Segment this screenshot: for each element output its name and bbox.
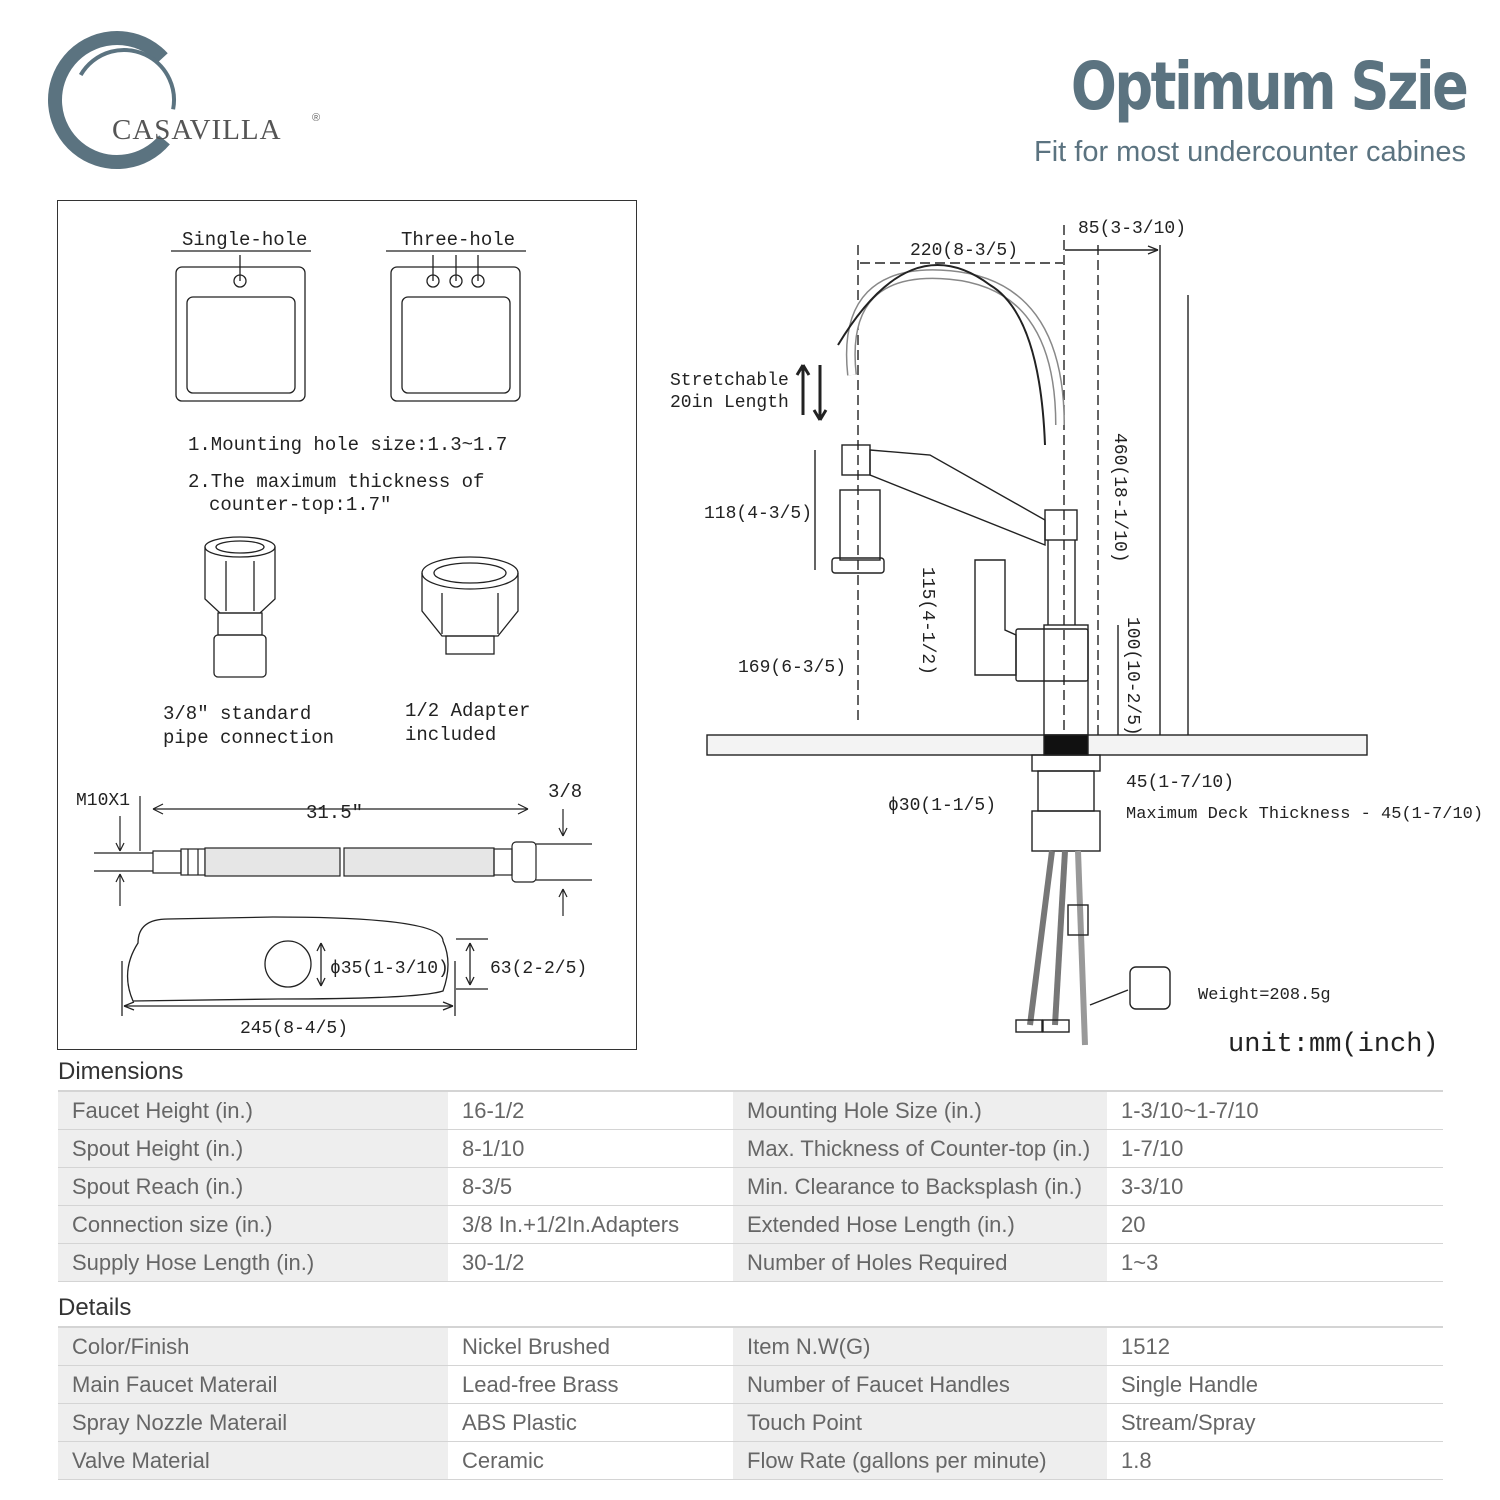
pipe-caption-1: 3/8″ standard [163, 703, 311, 725]
spec-value: Nickel Brushed [448, 1326, 733, 1366]
spec-value: Ceramic [448, 1441, 733, 1480]
single-hole-label: Single-hole [182, 229, 307, 251]
spec-label: Number of Faucet Handles [733, 1365, 1107, 1404]
table-row: Valve Material Ceramic Flow Rate (gallon… [58, 1441, 1443, 1480]
hose-end-label: 3/8 [548, 781, 582, 803]
spec-label: Number of Holes Required [733, 1243, 1107, 1282]
pipe-caption-2: pipe connection [163, 727, 334, 749]
spec-label: Spout Reach (in.) [58, 1167, 448, 1206]
spec-value: 1-3/10~1-7/10 [1107, 1090, 1443, 1130]
three-hole-label: Three-hole [401, 229, 515, 251]
spec-value: Stream/Spray [1107, 1403, 1443, 1442]
note-mounting-hole: 1.Mounting hole size:1.3~1.7 [188, 434, 507, 456]
deck-max-label: Maximum Deck Thickness - 45(1-7/10) [1126, 805, 1483, 824]
page-subtitle: Fit for most undercounter cabines [1034, 136, 1466, 168]
faucet-icon [706, 225, 1368, 1046]
faucet-drawing-svg: 85(3-3/10) 220(8-3/5) Stretchable 20in L… [670, 219, 1483, 1060]
spec-label: Main Faucet Materail [58, 1365, 448, 1404]
spec-value: 3-3/10 [1107, 1167, 1443, 1206]
note-thickness-1: 2.The maximum thickness of [188, 471, 484, 493]
spec-value: 1-7/10 [1107, 1129, 1443, 1168]
deck-dim: 45(1-7/10) [1126, 773, 1234, 793]
spec-label: Spout Height (in.) [58, 1129, 448, 1168]
spec-label: Supply Hose Length (in.) [58, 1243, 448, 1282]
spec-label: Extended Hose Length (in.) [733, 1205, 1107, 1244]
page-title: Optimum Szie [1070, 48, 1468, 125]
adapter-caption-2: included [405, 724, 496, 746]
spec-value: 1~3 [1107, 1243, 1443, 1282]
spec-label: Item N.W(G) [733, 1326, 1107, 1366]
spec-label: Min. Clearance to Backsplash (in.) [733, 1167, 1107, 1206]
spec-label: Valve Material [58, 1441, 448, 1480]
details-table: Color/Finish Nickel Brushed Item N.W(G) … [58, 1326, 1443, 1480]
dimensions-table: Faucet Height (in.) 16-1/2 Mounting Hole… [58, 1090, 1443, 1282]
spec-value: 1.8 [1107, 1441, 1443, 1480]
total-height-dim: 460(18-1/10) [1109, 433, 1129, 563]
single-hole-sink-icon [175, 255, 306, 402]
installation-drawing: Single-hole Three-hole 1.Mounting hole s… [76, 229, 592, 1039]
stretch-label-1: Stretchable [670, 371, 789, 391]
spec-label: Connection size (in.) [58, 1205, 448, 1244]
spec-value: 3/8 In.+1/2In.Adapters [448, 1205, 733, 1244]
table-row: Faucet Height (in.) 16-1/2 Mounting Hole… [58, 1090, 1443, 1130]
reach-dim: 220(8-3/5) [910, 241, 1018, 261]
spec-value: 8-3/5 [448, 1167, 733, 1206]
spec-label: Flow Rate (gallons per minute) [733, 1441, 1107, 1480]
plate-height-dim: 63(2-2/5) [490, 959, 587, 979]
plate-width-dim: 245(8-4/5) [240, 1019, 348, 1039]
details-title: Details [58, 1294, 132, 1321]
spec-value: ABS Plastic [448, 1403, 733, 1442]
brand-registered: ® [312, 112, 321, 124]
spec-label: Color/Finish [58, 1326, 448, 1366]
table-row: Connection size (in.) 3/8 In.+1/2In.Adap… [58, 1205, 1443, 1244]
dimensions-title: Dimensions [58, 1058, 184, 1085]
unit-label: unit:mm(inch) [1228, 1030, 1439, 1060]
spec-value: 16-1/2 [448, 1090, 733, 1130]
spec-label: Touch Point [733, 1403, 1107, 1442]
installation-panel: Single-hole Three-hole 1.Mounting hole s… [57, 200, 637, 1050]
spec-label: Mounting Hole Size (in.) [733, 1090, 1107, 1130]
spec-value: 1512 [1107, 1326, 1443, 1366]
spec-label: Spray Nozzle Materail [58, 1403, 448, 1442]
deck-plate-icon [121, 916, 488, 1016]
table-row: Spray Nozzle Materail ABS Plastic Touch … [58, 1403, 1443, 1442]
three-hole-sink-icon [390, 255, 521, 402]
spec-value: Lead-free Brass [448, 1365, 733, 1404]
table-row: Color/Finish Nickel Brushed Item N.W(G) … [58, 1326, 1443, 1366]
table-row: Supply Hose Length (in.) 30-1/2 Number o… [58, 1243, 1443, 1282]
weight-label: Weight=208.5g [1198, 986, 1331, 1005]
supply-hose-icon [94, 796, 592, 916]
faucet-dimension-drawing: 85(3-3/10) 220(8-3/5) Stretchable 20in L… [660, 205, 1500, 1065]
spec-value: 8-1/10 [448, 1129, 733, 1168]
table-row: Spout Height (in.) 8-1/10 Max. Thickness… [58, 1129, 1443, 1168]
spec-label: Faucet Height (in.) [58, 1090, 448, 1130]
spec-value: Single Handle [1107, 1365, 1443, 1404]
stretch-label-2: 20in Length [670, 393, 789, 413]
adapter-icon [421, 556, 519, 655]
spout-height-dim: 169(6-3/5) [738, 658, 846, 678]
adapter-caption-1: 1/2 Adapter [405, 700, 530, 722]
table-row: Spout Reach (in.) 8-3/5 Min. Clearance t… [58, 1167, 1443, 1206]
shank-dim: ϕ30(1-1/5) [888, 796, 996, 816]
spray-height-dim: 118(4-3/5) [704, 504, 812, 524]
backsplash-dim: 85(3-3/10) [1078, 219, 1186, 239]
spec-label: Max. Thickness of Counter-top (in.) [733, 1129, 1107, 1168]
pipe-connector-icon [204, 536, 276, 678]
base-height-dim: 100(10-2/5) [1122, 617, 1142, 736]
handle-height-dim: 115(4-1/2) [917, 567, 937, 675]
hose-length-label: 31.5″ [306, 802, 363, 824]
plate-hole-dim: ϕ35(1-3/10) [330, 959, 449, 979]
brand-name: CASAVILLA [112, 114, 282, 146]
table-row: Main Faucet Materail Lead-free Brass Num… [58, 1365, 1443, 1404]
spec-value: 20 [1107, 1205, 1443, 1244]
logo-ring-icon [48, 31, 186, 169]
brand-logo: CASAVILLA ® [40, 28, 320, 178]
hose-thread-label: M10X1 [76, 791, 130, 811]
note-thickness-2: counter-top:1.7″ [209, 494, 391, 516]
spec-value: 30-1/2 [448, 1243, 733, 1282]
